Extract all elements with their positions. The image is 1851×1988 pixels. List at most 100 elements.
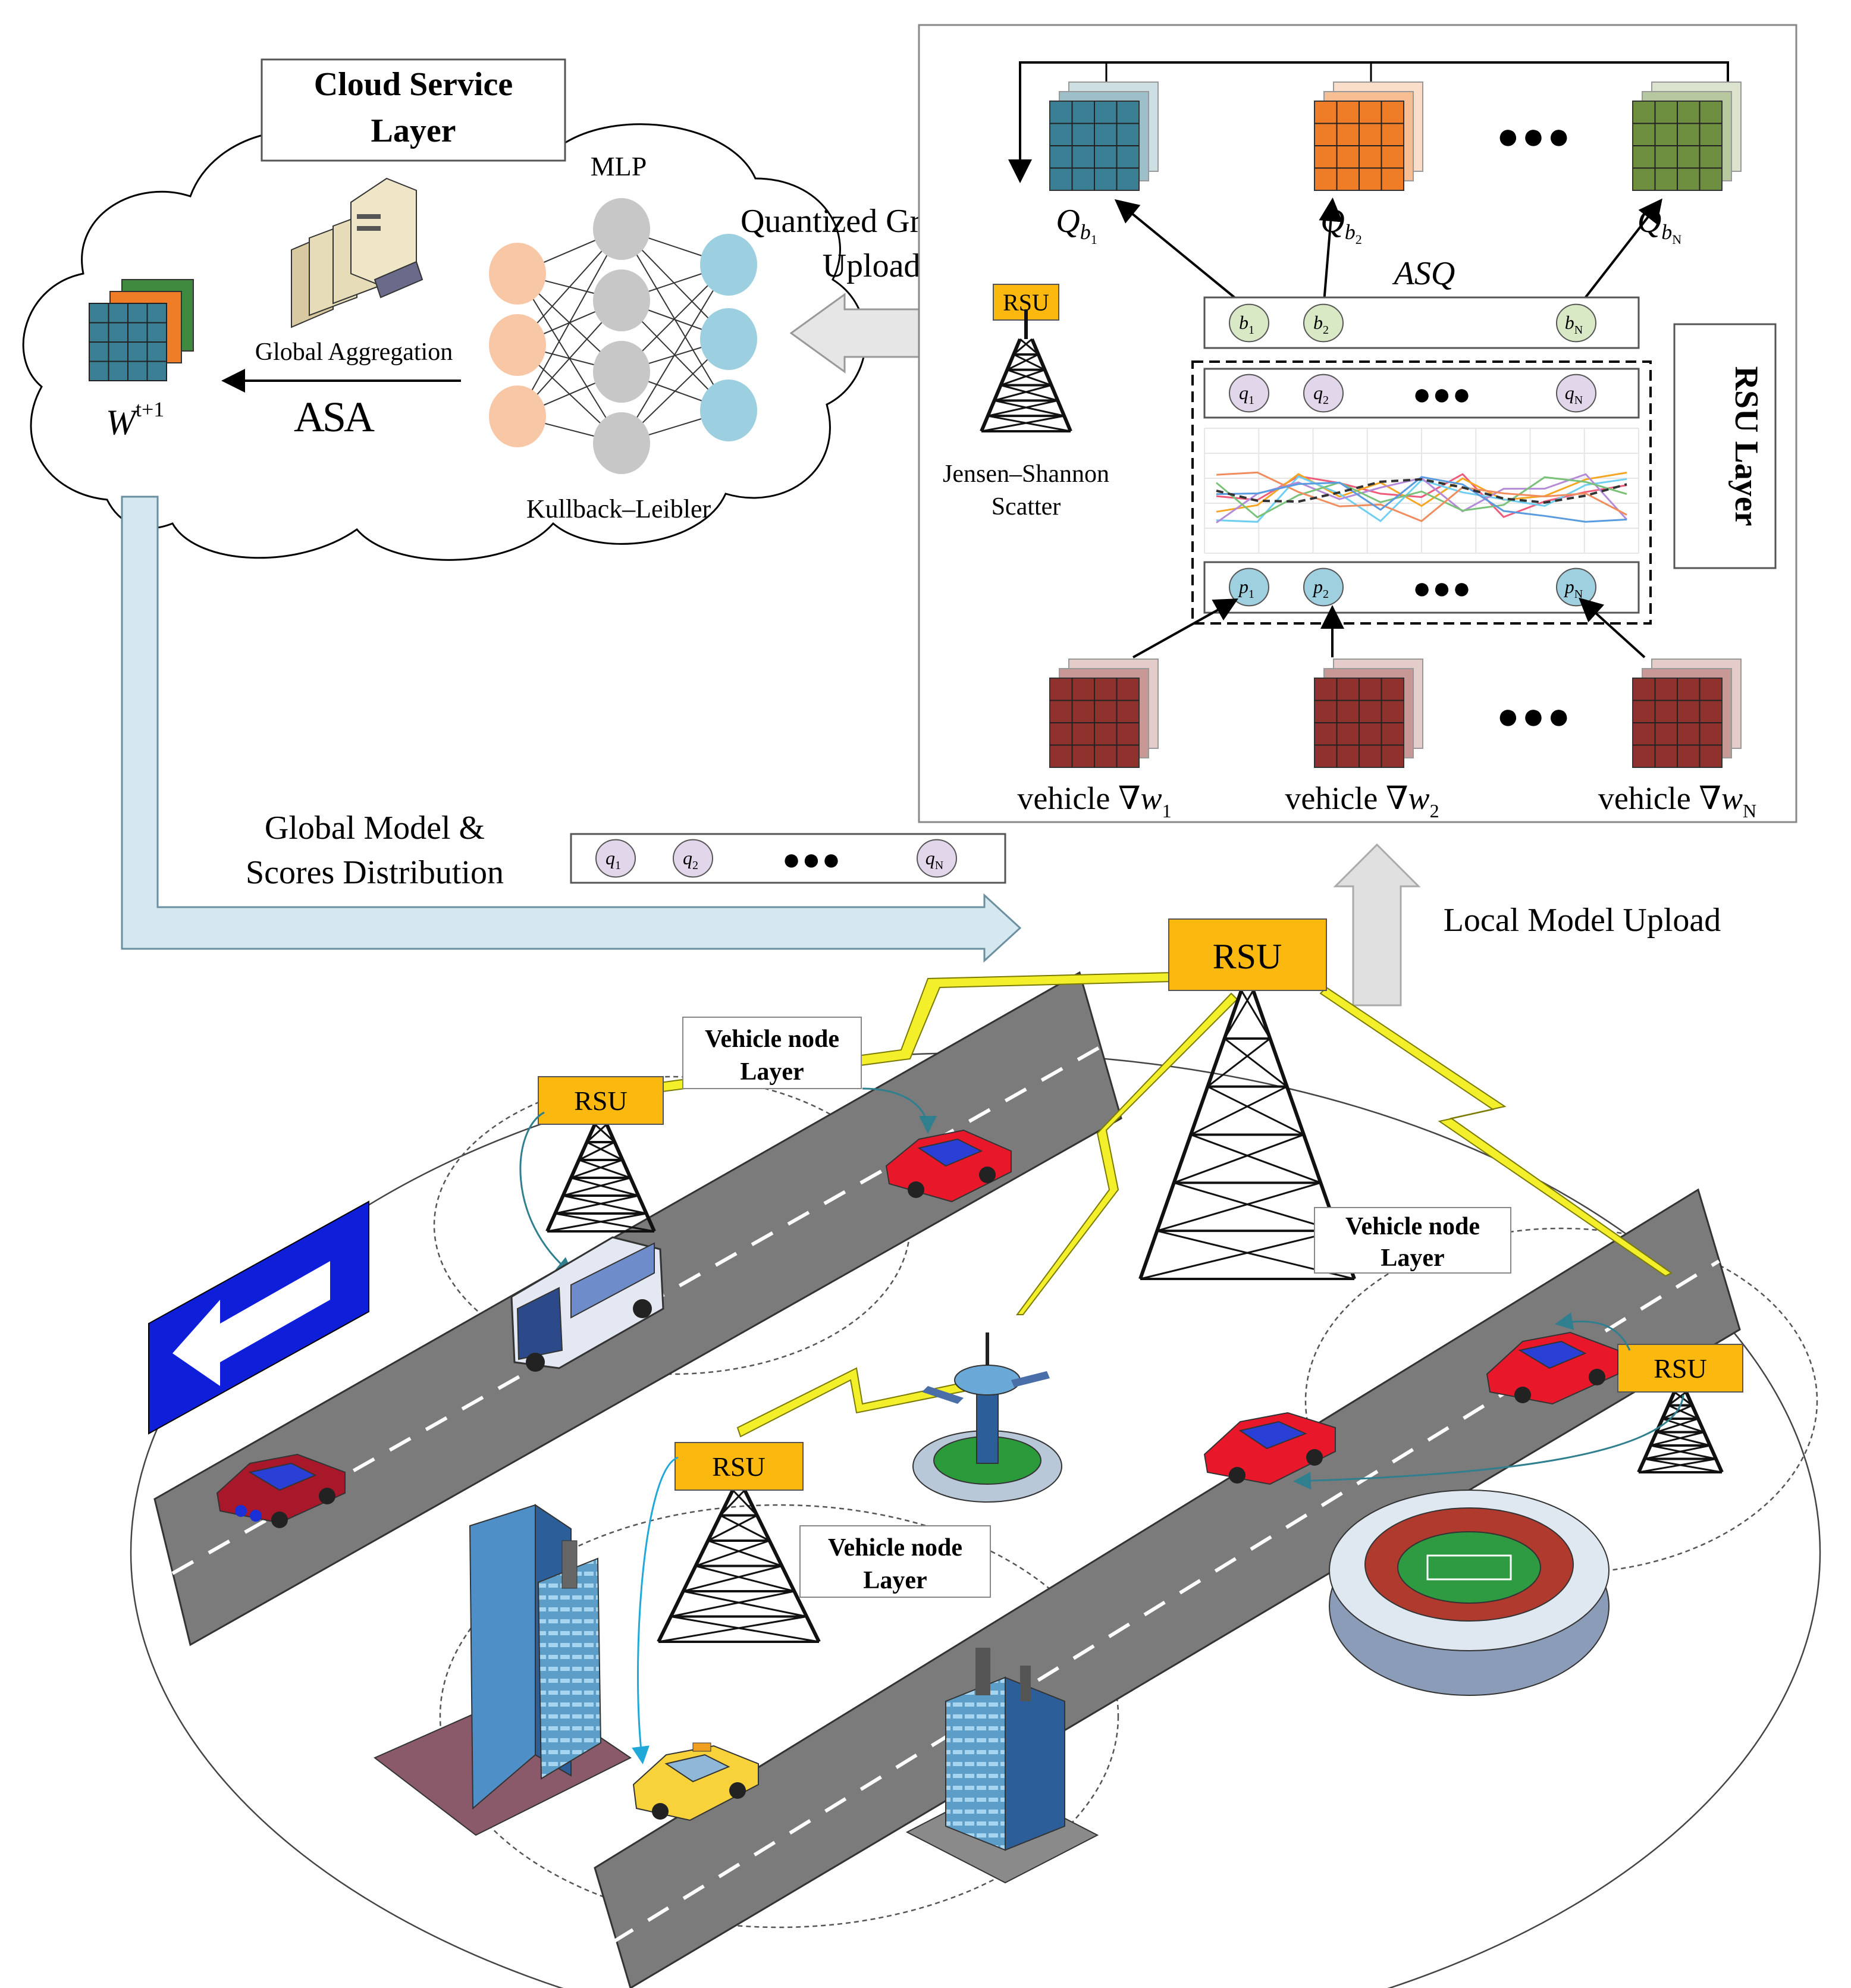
mlp-node-0-0: [489, 243, 546, 305]
svg-text:Vehicle node: Vehicle node: [705, 1026, 839, 1053]
cloud-service-layer: Cloud Service Layer Wt+1 Global Aggregat…: [22, 58, 1022, 963]
rsu-tower-left: [545, 1095, 656, 1233]
vehicle-label-2: vehicle ∇w2: [1285, 780, 1439, 821]
mlp-node-1-0: [593, 198, 650, 260]
q-arrow-1: [1114, 199, 1250, 311]
svg-text:q1: q1: [606, 847, 621, 872]
q-node-1: q1: [1229, 374, 1269, 413]
q-tensor-3: [1632, 81, 1742, 191]
q-arrow-3: [1575, 198, 1662, 311]
feedback-loop-line: [1008, 61, 1729, 183]
vehicle-tensor-1: [1049, 659, 1159, 768]
p-node-2: p2: [1303, 567, 1344, 607]
car-red-right-1: [1486, 1331, 1618, 1405]
distribution-label-line2: Scores Distribution: [246, 854, 504, 891]
svg-text:q1: q1: [1239, 382, 1254, 407]
stadium-icon: [1329, 1490, 1610, 1696]
mlp-node-2-0: [700, 234, 757, 296]
skyscraper-right-icon: [905, 1648, 1099, 1884]
q-tensor-label-1: Qb1: [1056, 203, 1097, 247]
skyscraper-left-icon: [374, 1504, 632, 1836]
svg-text:Layer: Layer: [740, 1058, 804, 1086]
svg-text:Layer: Layer: [863, 1567, 927, 1594]
car-red-lower-left: [216, 1453, 346, 1528]
mlp-node-2-2: [700, 380, 757, 441]
q-node-3: qN: [1556, 374, 1596, 413]
svg-text:RSU: RSU: [712, 1451, 765, 1482]
svg-text:Vehicle node: Vehicle node: [828, 1534, 962, 1561]
local-upload-label: Local Model Upload: [1444, 902, 1721, 939]
distribution-label-line1: Global Model &: [265, 810, 485, 846]
airport-tower-icon: [912, 1332, 1062, 1503]
dist-q-node-3: qN: [917, 839, 957, 878]
vehicle-tensor-3: [1632, 659, 1742, 768]
svg-text:Vehicle node: Vehicle node: [1345, 1213, 1480, 1240]
q-node-2: q2: [1303, 374, 1344, 413]
server-stack-icon: [291, 177, 423, 328]
svg-text:RSU: RSU: [1654, 1353, 1706, 1384]
rsu-box-left: RSU: [538, 1076, 664, 1125]
coverage-ellipse-right: [1304, 1227, 1818, 1575]
ground-scene: RSU RSU RSU RSU Vehicle node Layer Vehic…: [130, 918, 1821, 1988]
svg-text:qN: qN: [926, 847, 943, 872]
scatter-label-line2: Scatter: [992, 493, 1061, 520]
b-node-3: bN: [1556, 303, 1596, 343]
bus: [510, 1236, 664, 1372]
link-arrow-left-bus: [519, 1111, 574, 1275]
svg-text:Layer: Layer: [1381, 1244, 1444, 1272]
svg-text:q2: q2: [1313, 382, 1329, 407]
car-red-upper: [885, 1129, 1012, 1203]
dist-q-node-1: q1: [595, 839, 636, 878]
aggregation-label: Global Aggregation: [255, 338, 453, 366]
vehicle-label-1: vehicle ∇w1: [1017, 780, 1171, 821]
q-ellipsis-top: ●●●: [1497, 115, 1573, 157]
car-red-right-2: [1203, 1412, 1336, 1485]
mlp-label: MLP: [591, 151, 647, 181]
vehicle-tensor-2: [1314, 659, 1423, 768]
q-tensor-2: [1314, 81, 1423, 191]
upload-label-line2: Upload: [823, 247, 921, 284]
link-arrow-center-taxi: [632, 1456, 679, 1764]
q-row-ellipsis: ●●●: [1413, 378, 1472, 412]
weight-label: Wt+1: [106, 397, 164, 442]
global-weight-tensor: [89, 279, 194, 381]
dist-q-node-2: q2: [673, 839, 713, 878]
q-tensor-1: [1049, 81, 1159, 191]
coverage-ellipse-bottom: [439, 1504, 1119, 1929]
svg-text:bN: bN: [1565, 312, 1583, 337]
panel-rsu-tower: RSU: [980, 284, 1072, 432]
svg-text:RSU: RSU: [1213, 937, 1282, 976]
p-row-ellipsis: ●●●: [1413, 572, 1472, 606]
cloud-title-box: [261, 58, 566, 162]
vehicle-node-label-2: Vehicle node Layer: [1314, 1207, 1511, 1274]
scoring-dashed-box: [1191, 360, 1652, 625]
mlp-node-1-1: [593, 269, 650, 331]
rsu-box-center: RSU: [674, 1442, 804, 1491]
svg-text:pN: pN: [1564, 576, 1583, 601]
bit-allocation-row: b1 b2 bN: [1229, 303, 1596, 343]
rsu-box-main: RSU: [1168, 918, 1327, 991]
mlp-node-0-2: [489, 385, 546, 447]
b-node-1: b1: [1229, 303, 1269, 343]
svg-text:p1: p1: [1238, 576, 1254, 601]
svg-text:RSU: RSU: [574, 1086, 627, 1116]
distribution-arrow: [121, 496, 1022, 963]
mlp-node-1-3: [593, 412, 650, 474]
b-node-2: b2: [1303, 303, 1344, 343]
svg-text:p2: p2: [1312, 576, 1329, 601]
cloud-title-line1: Cloud Service: [314, 66, 513, 103]
svg-text:b1: b1: [1239, 312, 1254, 337]
rsu-tower-center: [657, 1460, 821, 1643]
rsu-box-right: RSU: [1617, 1344, 1743, 1393]
mlp-node-2-1: [700, 308, 757, 370]
score-line-chart: [1204, 428, 1639, 554]
vehicle-gradient-tensors: [1049, 597, 1742, 768]
kl-label: Kullback–Leibler: [526, 494, 711, 523]
vehicle-arrow-1: [1132, 598, 1238, 659]
svg-text:q2: q2: [683, 847, 698, 872]
rsu-tower-right: [1637, 1362, 1724, 1473]
link-arrow-right-car1: [1555, 1312, 1631, 1351]
